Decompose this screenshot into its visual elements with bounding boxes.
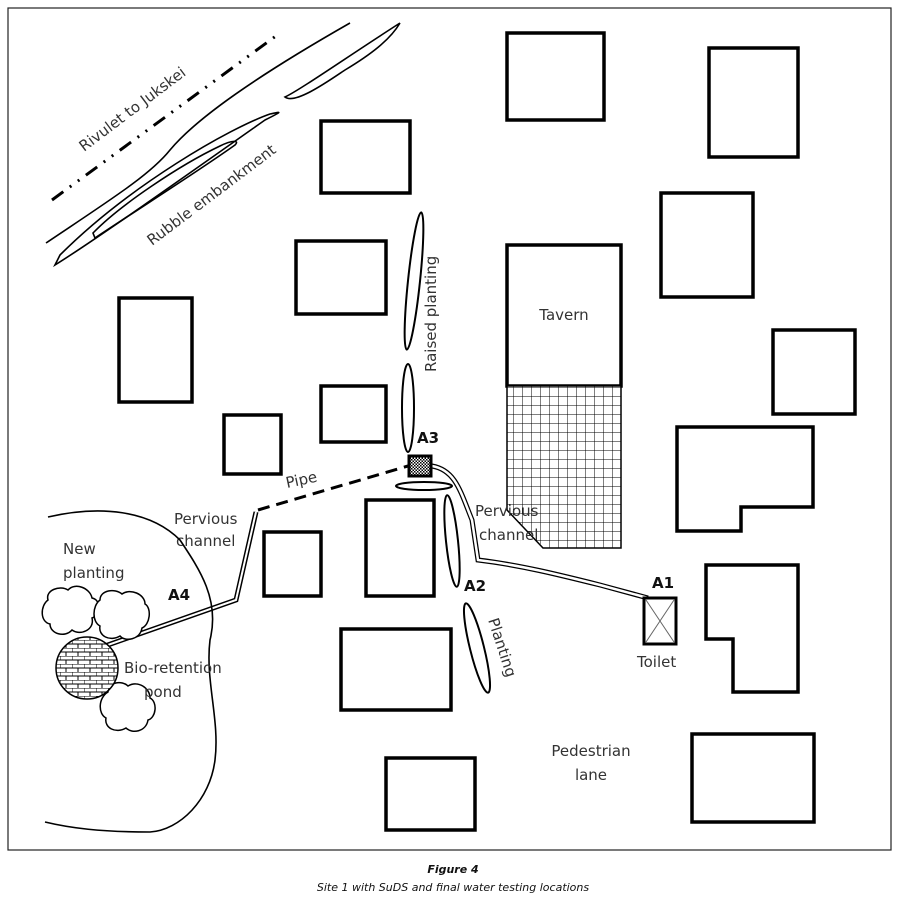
open-space-boundary (44, 510, 217, 833)
tavern-building (505, 243, 623, 388)
building (707, 46, 800, 159)
planting-bed (462, 602, 492, 694)
building (339, 627, 453, 712)
rivulet-label: Rivulet to Jukskei (76, 63, 190, 155)
pervious-channel-left-label-1: Pervious (174, 510, 238, 528)
planting-bed-a2 (443, 494, 461, 588)
a1-label: A1 (652, 574, 674, 592)
building (364, 498, 436, 598)
raised-planting-bed (401, 363, 415, 453)
planting-bed-small (395, 481, 453, 491)
pedestrian-lane-label-2: lane (575, 766, 607, 784)
building (262, 530, 323, 598)
building (222, 413, 283, 476)
figure-title: Figure 4 (427, 863, 479, 876)
pervious-channel-left-label-2: channel (176, 532, 235, 550)
new-planting-label-1: New (63, 540, 96, 558)
tree-icon (41, 585, 100, 635)
tavern-label: Tavern (538, 306, 588, 324)
tree-icon (99, 681, 156, 733)
figure-caption: Site 1 with SuDS and final water testing… (316, 881, 590, 894)
paved-grid-area (506, 385, 622, 549)
building-l-shaped (704, 563, 800, 694)
raised-planting-label: Raised planting (422, 256, 440, 372)
rubble-embankment-inner (92, 140, 238, 240)
building (384, 756, 477, 832)
pervious-channel-right-label-2: channel (479, 526, 538, 544)
a4-label: A4 (168, 586, 190, 604)
building (505, 31, 606, 122)
building (319, 384, 388, 444)
building (117, 296, 194, 404)
bio-retention-label-1: Bio-retention (124, 659, 222, 677)
toilet-label: Toilet (636, 653, 676, 671)
figure-frame (7, 7, 892, 851)
embankment-outline-upper (45, 22, 351, 244)
a3-inlet-icon (407, 454, 433, 478)
new-planting-label-2: planting (63, 564, 124, 582)
pipe-label: Pipe (284, 468, 319, 492)
building (294, 239, 388, 316)
bio-retention-label-2: pond (144, 683, 182, 701)
pedestrian-lane-label-1: Pedestrian (551, 742, 630, 760)
bio-retention-pond-icon (55, 636, 119, 700)
tree-icon (93, 589, 150, 641)
a2-label: A2 (464, 577, 486, 595)
building-l-shaped (675, 425, 815, 533)
embankment-sliver (283, 22, 401, 100)
building (690, 732, 816, 824)
building (771, 328, 857, 416)
building (319, 119, 412, 195)
rivulet-line (51, 31, 281, 202)
a3-label: A3 (417, 429, 439, 447)
pipe-line (257, 464, 409, 512)
pervious-channel-right-label-1: Pervious (475, 502, 539, 520)
raised-planting-bed (403, 211, 425, 351)
building (659, 191, 755, 299)
